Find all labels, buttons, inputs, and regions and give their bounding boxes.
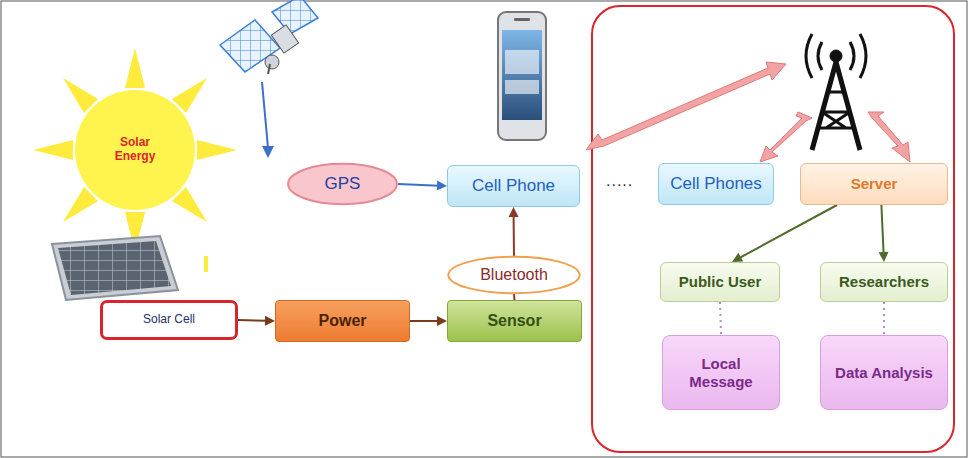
connector: [509, 207, 519, 256]
node-text: Bluetooth: [480, 266, 548, 284]
power-box: Power: [275, 300, 410, 342]
connector: [720, 302, 721, 335]
node-text: Researchers: [839, 273, 929, 290]
node-text: Solar Energy: [103, 136, 167, 164]
connector: [879, 205, 889, 262]
connector: [398, 181, 447, 191]
server-box: Server: [800, 163, 948, 205]
cell-tower: [806, 34, 866, 150]
gps-ellipse: GPS: [287, 163, 398, 205]
node-text: Server: [851, 175, 898, 192]
researchers-box: Researchers: [820, 262, 948, 302]
cell-phones-box: Cell Phones: [658, 163, 774, 205]
cell-phone-box: Cell Phone: [447, 165, 580, 207]
node-text: Cell Phones: [670, 174, 762, 194]
connector: [884, 302, 885, 335]
public-user-box: Public User: [660, 262, 780, 302]
connector: [732, 205, 837, 262]
sun: [33, 48, 237, 252]
node-text: Public User: [679, 273, 762, 290]
sensor-box: Sensor: [447, 300, 582, 342]
node-text: Power: [318, 312, 366, 330]
smartphone: [498, 12, 546, 140]
connector: [410, 316, 447, 326]
node-text: Sensor: [487, 312, 541, 330]
node-text: Data Analysis: [835, 364, 933, 381]
solar-cell-box: Solar Cell: [100, 300, 238, 340]
sun-label: Solar Energy: [95, 120, 175, 180]
satellite: [220, 0, 318, 158]
local-message-box: Local Message: [662, 335, 780, 410]
node-text: GPS: [325, 174, 361, 194]
bluetooth-ellipse: Bluetooth: [447, 256, 581, 294]
node-text: Local Message: [670, 355, 772, 390]
node-text: Cell Phone: [472, 176, 555, 196]
solar-panel: [52, 236, 178, 300]
wireless-link: [586, 62, 910, 162]
data-analysis-box: Data Analysis: [820, 335, 948, 410]
node-text: Solar Cell: [143, 313, 195, 327]
connector: [238, 316, 275, 326]
ellipsis-label: .....: [606, 172, 633, 190]
